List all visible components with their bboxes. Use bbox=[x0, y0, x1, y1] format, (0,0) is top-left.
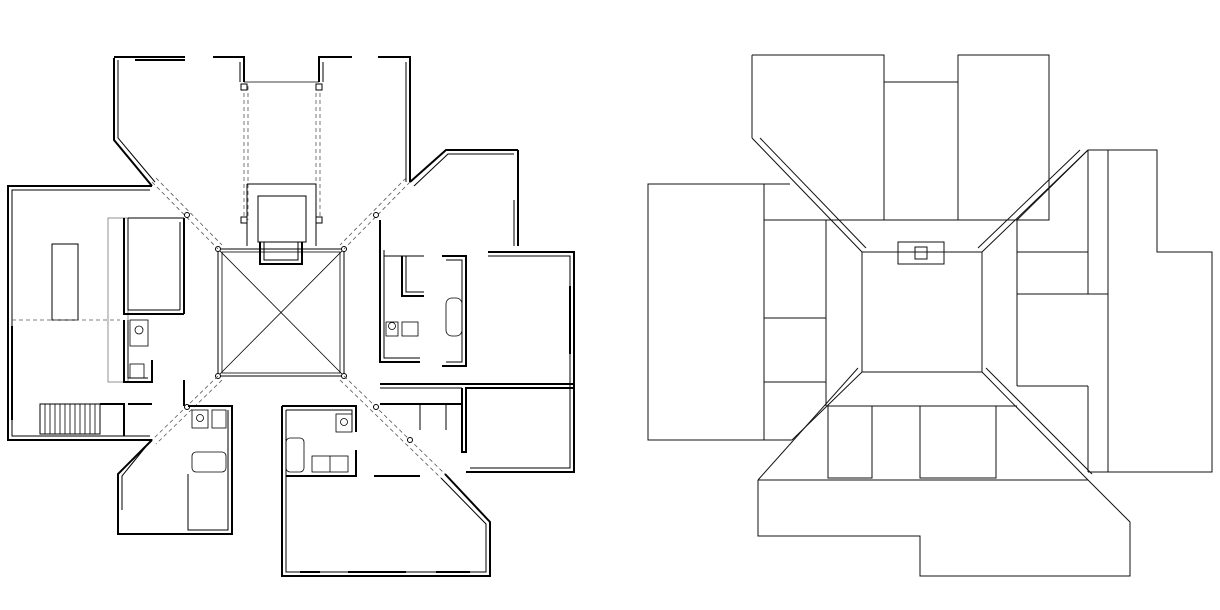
south-wing bbox=[281, 405, 491, 577]
central-roof bbox=[861, 251, 983, 373]
sw-toilet bbox=[191, 409, 209, 429]
north-porch bbox=[240, 83, 323, 265]
sw-sink bbox=[211, 409, 227, 429]
porch-post bbox=[315, 83, 323, 91]
porch-post bbox=[240, 216, 248, 224]
south-bathtub bbox=[285, 437, 305, 473]
west-toilet bbox=[129, 319, 149, 347]
west-wing bbox=[7, 185, 185, 441]
east-bathtub bbox=[445, 297, 463, 337]
east-toilet bbox=[385, 321, 399, 337]
porch-post bbox=[315, 216, 323, 224]
floor-plan bbox=[7, 56, 575, 577]
roof-lantern bbox=[897, 241, 945, 265]
east-sink bbox=[401, 321, 419, 337]
north-alcove bbox=[257, 195, 307, 243]
roof-plan bbox=[647, 54, 1213, 577]
south-toilet bbox=[335, 413, 353, 433]
diagonal-passages bbox=[151, 177, 446, 479]
north-wing-walls bbox=[113, 56, 411, 187]
dining-table bbox=[51, 243, 79, 321]
sw-bathtub bbox=[191, 451, 227, 473]
east-wing bbox=[379, 149, 575, 473]
porch-post bbox=[240, 83, 248, 91]
central-hall bbox=[215, 246, 347, 379]
south-west-wing bbox=[117, 405, 233, 535]
